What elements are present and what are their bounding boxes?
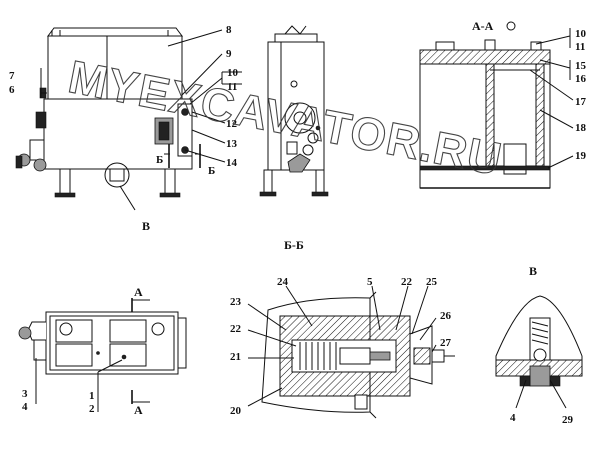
valve-section-callouts: 24 5 22 25 23 26 22 27 21 20 — [230, 276, 452, 417]
detail-v-callouts: 4 29 — [510, 412, 574, 426]
section-mark-b-left: Б — [156, 154, 163, 166]
callout-22-top: 22 — [401, 276, 413, 288]
callout-18: 18 — [575, 122, 587, 134]
callout-27: 27 — [440, 337, 452, 349]
callout-16: 16 — [575, 73, 587, 85]
section-aa-callouts: 10 11 15 16 17 18 19 — [575, 28, 587, 162]
section-aa-view: А-А — [419, 19, 551, 189]
callout-5: 5 — [367, 276, 373, 288]
callout-13: 13 — [226, 138, 238, 150]
callout-1: 1 — [89, 390, 95, 402]
plan-view — [18, 298, 187, 404]
callout-22-left: 22 — [230, 323, 242, 335]
callout-4-detail: 4 — [510, 412, 516, 424]
callout-10-aa: 10 — [575, 28, 587, 40]
callout-26: 26 — [440, 310, 452, 322]
valve-section-view — [261, 291, 455, 419]
callout-6: 6 — [9, 84, 15, 96]
section-bb-title: Б-Б — [284, 238, 304, 252]
callout-2: 2 — [89, 403, 95, 415]
section-bb-view — [259, 25, 329, 197]
detail-v-view: В — [495, 264, 583, 387]
section-aa-marker-icon — [506, 21, 516, 31]
callout-11: 11 — [227, 81, 237, 93]
section-mark-b-right: Б — [208, 165, 215, 177]
callout-24: 24 — [277, 276, 289, 288]
callout-23: 23 — [230, 296, 242, 308]
callout-12: 12 — [226, 118, 238, 130]
plan-view-leaders — [35, 358, 123, 412]
callout-10: 10 — [227, 67, 239, 79]
callout-15: 15 — [575, 60, 587, 72]
section-mark-a-bottom: А — [134, 403, 143, 417]
callout-25: 25 — [426, 276, 438, 288]
section-mark-a-top: А — [134, 285, 143, 299]
section-aa-title: А-А — [472, 19, 494, 33]
callout-9: 9 — [226, 48, 232, 60]
detail-v-leaders — [515, 379, 567, 409]
callout-20: 20 — [230, 405, 242, 417]
callout-4: 4 — [22, 401, 28, 413]
callout-19: 19 — [575, 150, 587, 162]
callout-8: 8 — [226, 24, 232, 36]
callout-3: 3 — [22, 388, 28, 400]
plan-view-callouts: 3 4 1 2 А А — [22, 285, 143, 417]
section-aa-leaders — [529, 28, 574, 169]
detail-v-title: В — [529, 264, 537, 278]
main-view-callouts: 8 9 10 11 7 6 12 13 14 Б Б В — [9, 24, 239, 233]
callout-21: 21 — [230, 351, 241, 363]
callout-11-aa: 11 — [575, 41, 585, 53]
main-view-leaders — [40, 29, 242, 163]
callout-7: 7 — [9, 70, 15, 82]
detail-v-reference: В — [142, 219, 150, 233]
callout-29: 29 — [562, 414, 574, 426]
main-view-tank — [15, 27, 201, 211]
callout-14: 14 — [226, 157, 238, 169]
valve-section-leaders — [247, 285, 437, 407]
callout-17: 17 — [575, 96, 587, 108]
